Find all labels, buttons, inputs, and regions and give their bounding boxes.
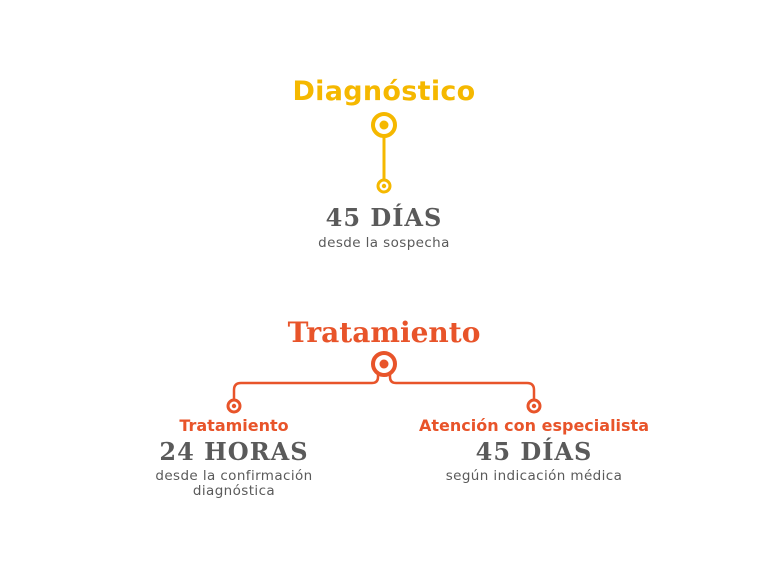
diagnostico-desc: desde la sospecha bbox=[318, 235, 450, 251]
diagnostico-connector bbox=[371, 112, 397, 194]
tratamiento-left-label: Tratamiento bbox=[179, 416, 289, 435]
tratamiento-right-value: 45 DÍAS bbox=[475, 437, 593, 466]
diagnostico-title: Diagnóstico bbox=[292, 76, 476, 107]
tratamiento-right-label: Atención con especialista bbox=[418, 416, 649, 435]
tratamiento-connector bbox=[226, 351, 542, 414]
diagnostico-value: 45 DÍAS bbox=[325, 203, 443, 232]
tratamiento-left-value: 24 HORAS bbox=[159, 437, 309, 466]
tratamiento-left-desc-line1: desde la confirmación bbox=[155, 468, 313, 484]
tratamiento-left-desc-line2: diagnóstica bbox=[192, 483, 276, 499]
tratamiento-title: Tratamiento bbox=[287, 316, 481, 349]
tratamiento-right-desc: según indicación médica bbox=[445, 468, 623, 484]
